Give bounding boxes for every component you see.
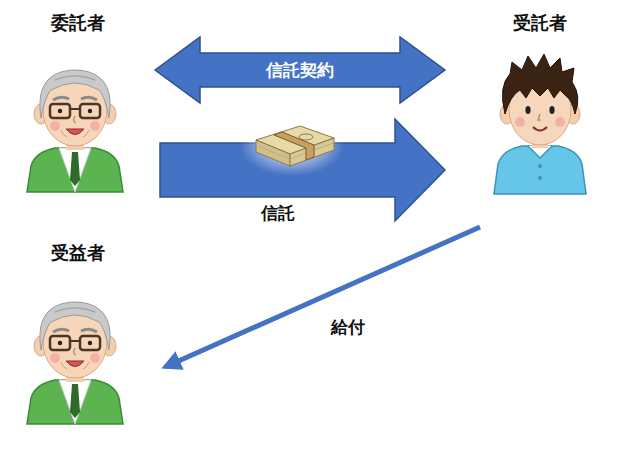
trustee-figure: [494, 54, 586, 194]
flow-arrow: [165, 227, 480, 367]
block-arrow: [155, 37, 445, 103]
money-bundle: [240, 116, 344, 176]
beneficiary-figure: [27, 302, 123, 424]
edge-label: 信託: [261, 203, 295, 223]
beneficiary-node: 受益者: [15, 242, 140, 438]
role-label: 委託者: [15, 12, 140, 34]
trustee-node: 受託者: [470, 12, 610, 212]
edge-label: 信託契約: [266, 60, 334, 80]
settlor-figure: [27, 70, 123, 192]
settlor-node: 委託者: [15, 12, 140, 204]
role-label: 受託者: [470, 12, 610, 34]
role-label: 受益者: [15, 242, 140, 264]
edge-label: 給付: [331, 317, 365, 337]
